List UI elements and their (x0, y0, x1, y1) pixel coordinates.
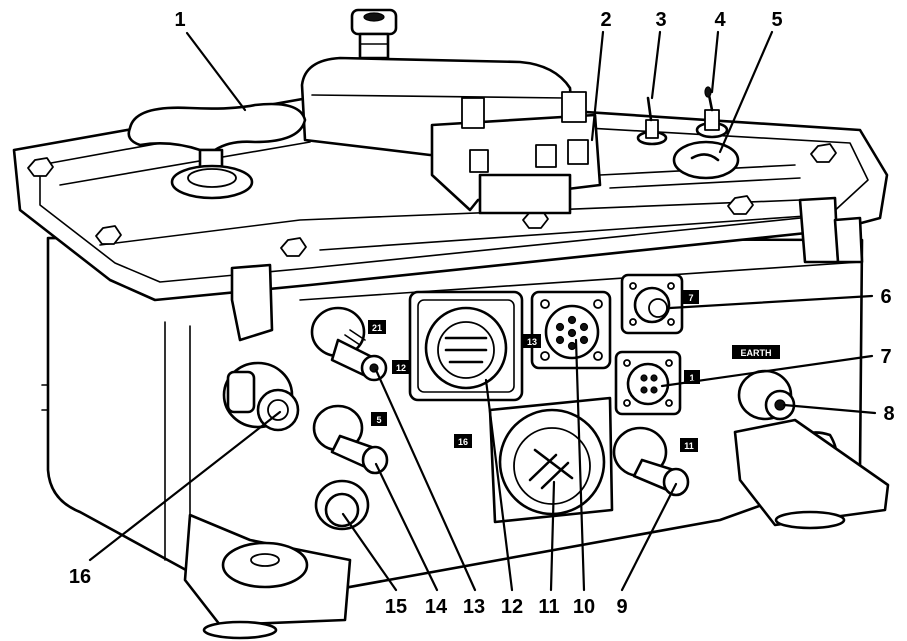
plate-13: 13 (527, 337, 537, 347)
plate-12: 12 (396, 363, 406, 373)
callout-11: 11 (538, 596, 559, 618)
callout-12: 12 (501, 596, 523, 618)
plate-labels: 7 1 21 12 16 5 13 11 EARTH (368, 290, 780, 452)
connector-11[interactable] (488, 396, 614, 524)
connector-9[interactable] (612, 426, 690, 497)
clamp-plate (430, 91, 602, 215)
callout-13: 13 (463, 596, 485, 618)
connector-6[interactable] (620, 273, 684, 335)
plate-1: 1 (689, 373, 694, 383)
callout-9: 9 (616, 596, 627, 618)
callout-numbers: 1 2 3 4 5 6 7 8 9 10 11 12 13 14 15 16 (69, 9, 895, 618)
plate-earth: EARTH (741, 348, 772, 358)
plate-11: 11 (684, 441, 694, 451)
plate-7: 7 (688, 293, 693, 303)
callout-15: 15 (385, 596, 407, 618)
plate-5: 5 (376, 415, 381, 425)
toggle-switch-3[interactable] (636, 96, 668, 146)
lid-latches (230, 196, 864, 342)
mounting-foot-right (733, 418, 890, 530)
connector-15[interactable] (314, 479, 370, 531)
callout-7: 7 (880, 346, 891, 368)
callout-2: 2 (600, 9, 611, 31)
lid-handle[interactable] (127, 102, 307, 200)
connector-10[interactable] (530, 290, 612, 370)
connector-14[interactable] (312, 404, 389, 475)
callout-16: 16 (69, 566, 91, 588)
round-cap-5[interactable] (672, 140, 740, 180)
callout-10: 10 (573, 596, 595, 618)
leader-lines (88, 30, 877, 592)
callout-3: 3 (655, 9, 666, 31)
plate-16: 16 (458, 437, 468, 447)
toggle-switch-4[interactable] (695, 86, 729, 139)
callout-14: 14 (425, 596, 448, 618)
connector-12[interactable] (408, 290, 524, 402)
plate-21: 21 (372, 323, 382, 333)
lid-bolts (27, 143, 837, 257)
callout-4: 4 (714, 9, 726, 31)
callout-5: 5 (771, 9, 782, 31)
callout-8: 8 (883, 403, 894, 425)
connector-7[interactable] (614, 350, 682, 416)
callout-1: 1 (174, 9, 185, 31)
callout-6: 6 (880, 286, 891, 308)
mounting-foot-left (183, 513, 352, 640)
